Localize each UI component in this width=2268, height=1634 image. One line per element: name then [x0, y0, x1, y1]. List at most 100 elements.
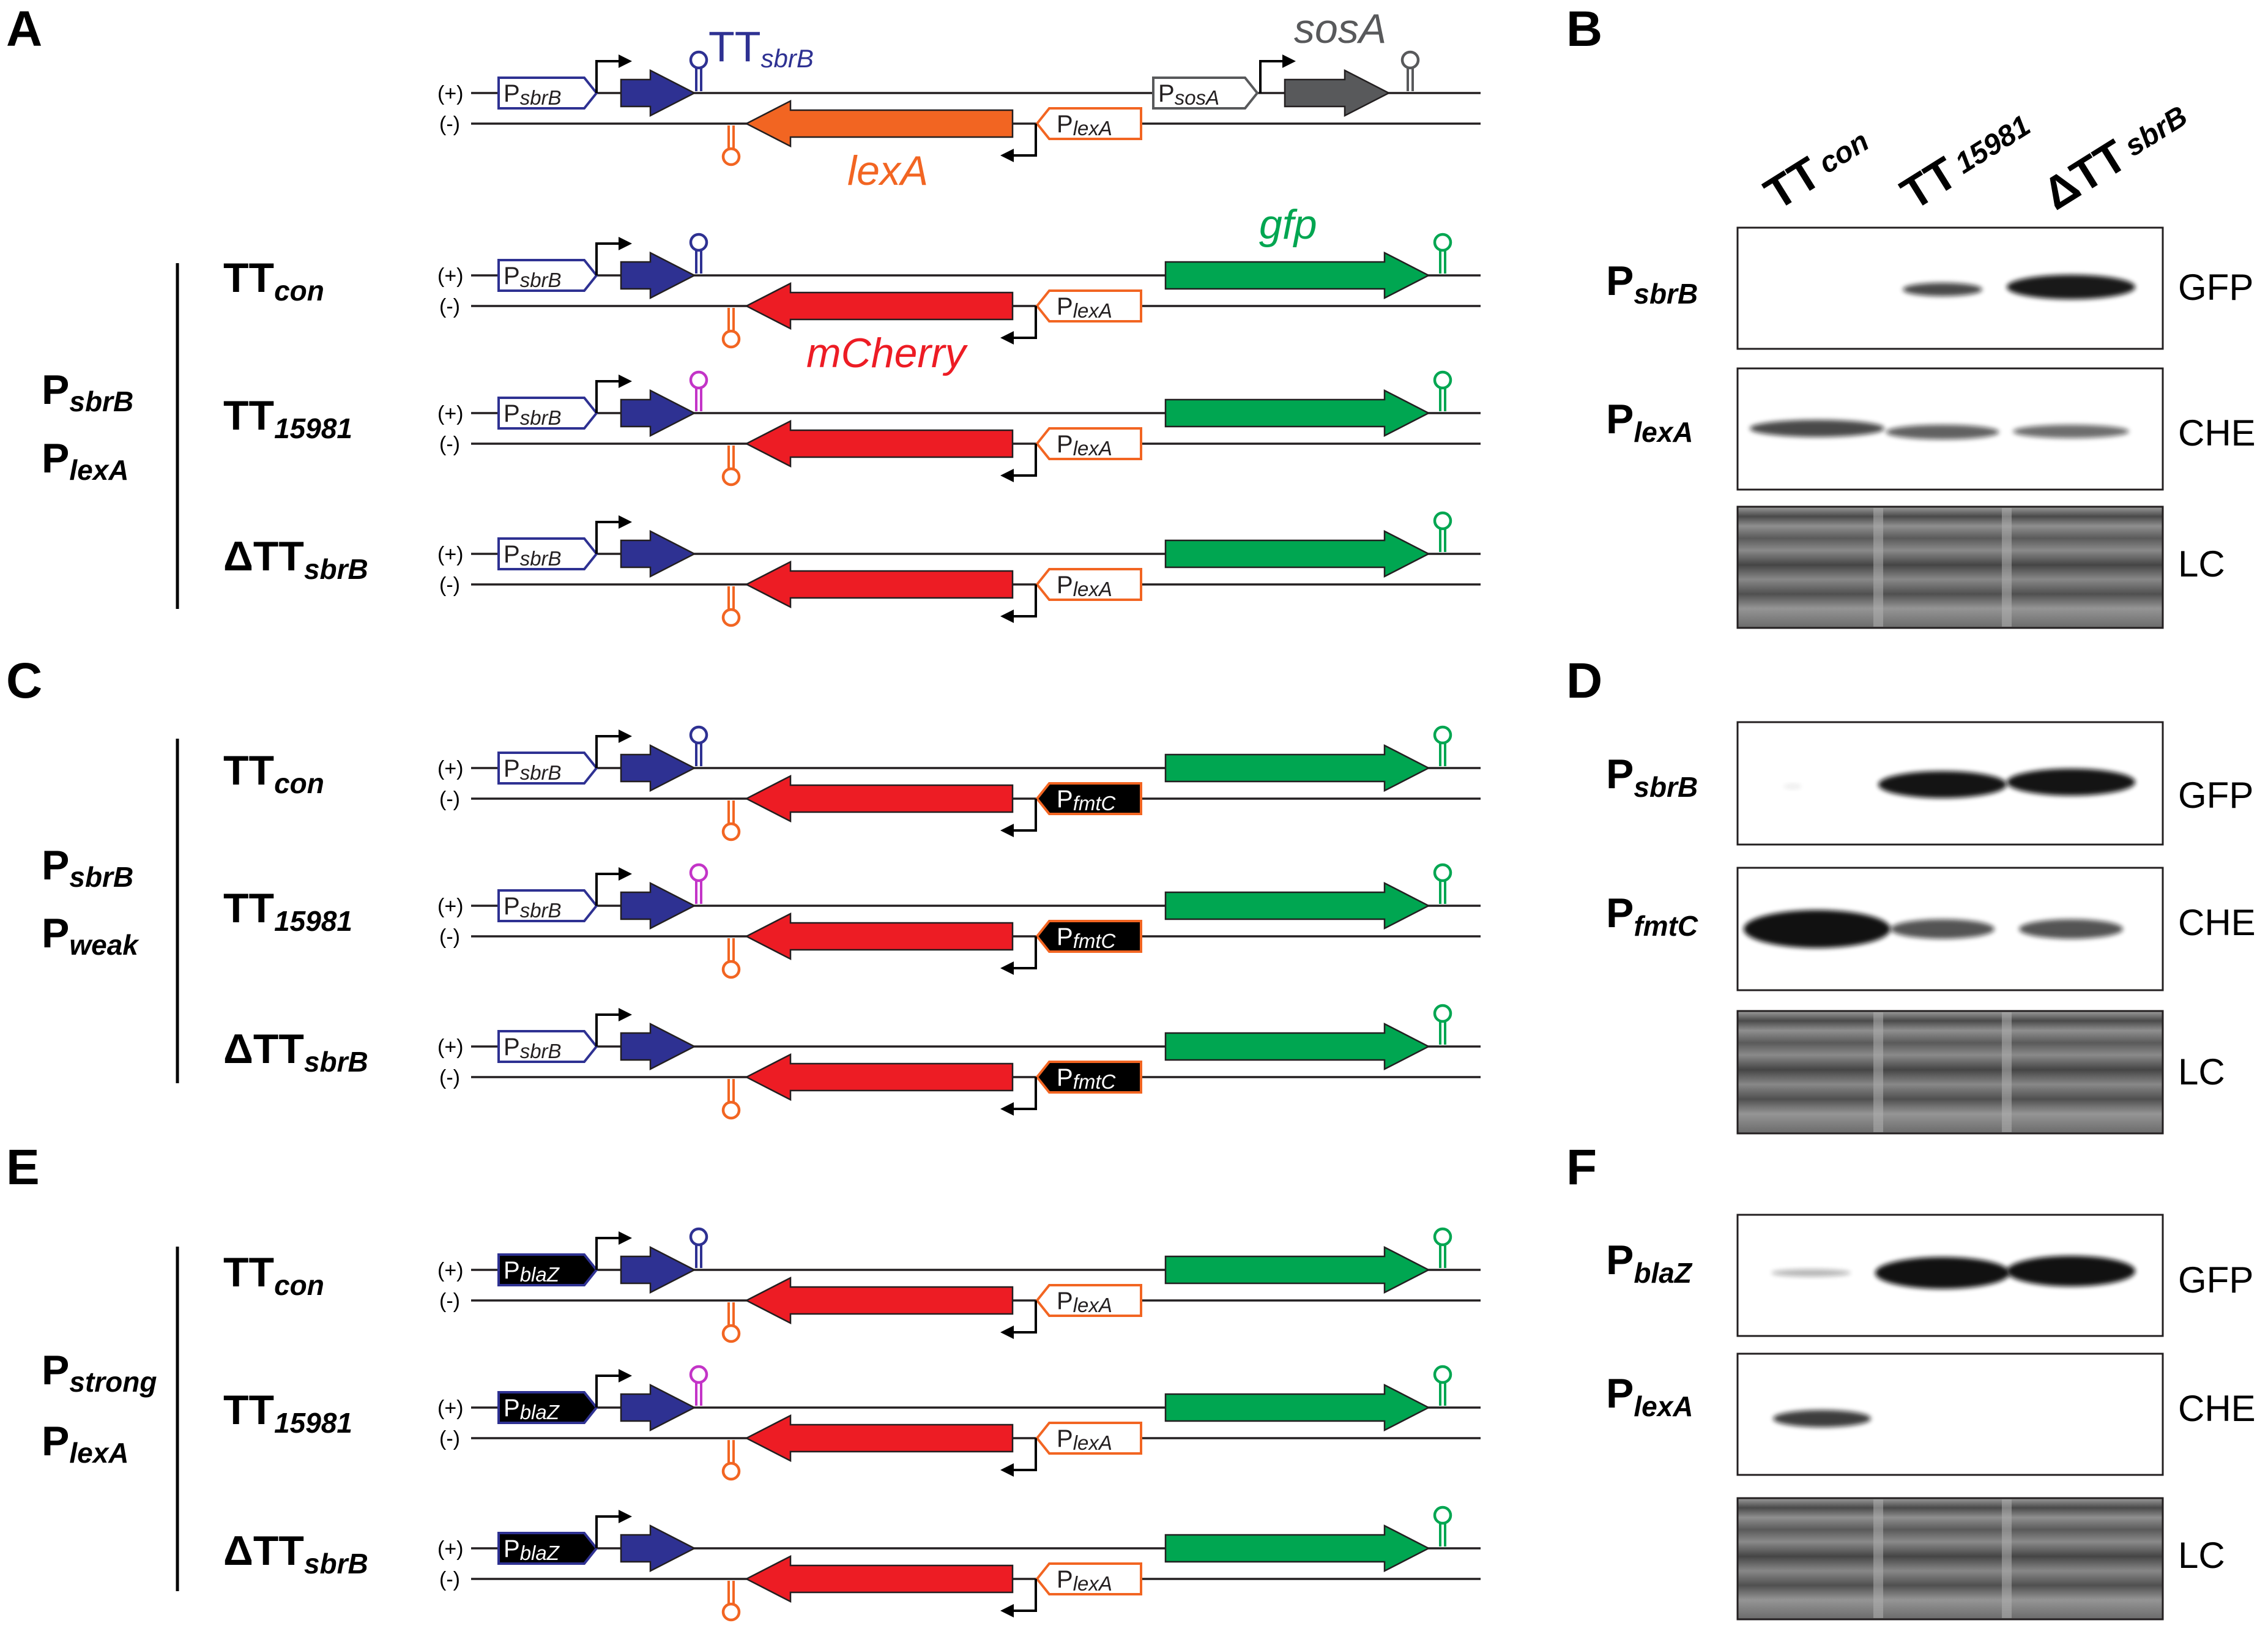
promoter-label: PblaZ: [504, 1257, 560, 1286]
transcription-start-arrow: [595, 1510, 632, 1548]
group-label-strong-lexA: Pstrong PlexA: [42, 1247, 179, 1591]
group-label-sbrB-weak: PsbrB Pweak: [42, 739, 179, 1083]
minus-strand-label: (-): [439, 1289, 460, 1313]
label-gfp: gfp: [1259, 201, 1317, 248]
terminator-variant-label: ΔTTsbrB: [223, 1528, 368, 1580]
terminator-hairpin-mcherry: [721, 938, 741, 979]
panel-label-b: B: [1566, 1, 1602, 57]
terminator-variant-label: ΔTTsbrB: [223, 533, 368, 585]
plus-strand-label: (+): [437, 1537, 464, 1561]
plus-strand-label: (+): [437, 402, 464, 425]
gene-gfp: [1164, 744, 1430, 793]
plus-strand-label: (+): [437, 543, 464, 566]
minus-strand-label: (-): [439, 1066, 460, 1089]
band: [1744, 910, 1891, 948]
lane-header: TT15981: [1892, 100, 2040, 219]
blot-B-label-gfp: GFP: [2178, 267, 2253, 308]
transcription-start-arrow: [1000, 1579, 1037, 1617]
blot-F-label-gfp: GFP: [2178, 1259, 2253, 1300]
gene-mCherry: [745, 419, 1014, 468]
promoter-lexA: PlexA: [1035, 1422, 1142, 1455]
band: [2007, 275, 2135, 299]
minus-strand-label: (-): [439, 788, 460, 811]
transcription-start-arrow: [1000, 306, 1037, 345]
gene-gfp: [1164, 1524, 1430, 1573]
promoter-label: PblaZ: [504, 1395, 560, 1423]
gene-gfp: [1164, 251, 1430, 300]
promoter-fmtC: PfmtC: [1035, 782, 1142, 815]
promoter-label: PlexA: [1057, 111, 1112, 140]
band: [1886, 425, 1999, 439]
blot-F-promoter-gfp: PblaZ: [1606, 1237, 1693, 1289]
promoter-label: PsbrB: [504, 893, 562, 922]
promoter-label: PlexA: [1057, 1425, 1112, 1454]
label-TT-sbrB: TTsbrB: [708, 23, 814, 73]
plus-strand-label: (+): [437, 1397, 464, 1420]
transcription-start-arrow: [595, 375, 632, 413]
promoter-label: PfmtC: [1057, 923, 1117, 952]
terminator-hairpin: [689, 370, 708, 411]
terminator-hairpin: [689, 725, 708, 766]
gene-gfp: [1164, 881, 1430, 930]
terminator-hairpin: [689, 1227, 708, 1268]
terminator-variant-label: TTcon: [223, 1249, 324, 1301]
blot-F-che: [1736, 1352, 2164, 1476]
lane-header: ΔTTsbrB: [2034, 91, 2197, 220]
promoter-label: PsbrB: [504, 263, 562, 291]
panel-label-a: A: [6, 1, 42, 57]
blot-B-label-lc: LC: [2178, 543, 2225, 584]
band: [1771, 1269, 1851, 1277]
panel-label-c: C: [6, 653, 42, 709]
blot-D-lc: [1736, 1010, 2164, 1135]
transcription-start-arrow: [1000, 936, 1037, 975]
svg-text:PsbrB: PsbrB: [42, 367, 133, 417]
group-label-sbrB-lexA: PsbrB PlexA: [42, 263, 179, 609]
transcription-start-arrow: [595, 1369, 632, 1408]
gene-mCherry: [745, 1053, 1014, 1102]
band: [1891, 919, 1995, 939]
promoter-label: PsbrB: [504, 1034, 562, 1062]
promoter-label: PsosA: [1158, 80, 1219, 109]
transcription-start-arrow: [595, 237, 632, 275]
band: [1783, 784, 1802, 789]
promoter-label: PlexA: [1057, 572, 1112, 600]
transcription-start-arrow: [1000, 1438, 1037, 1477]
terminator-hairpin: [689, 863, 708, 904]
transcription-start-arrow: [595, 1231, 632, 1270]
gene-mCherry: [745, 282, 1014, 330]
blot-D-promoter-che: PfmtC: [1606, 890, 1698, 942]
minus-strand-label: (-): [439, 573, 460, 597]
band: [1750, 420, 1884, 437]
blot-F-label-lc: LC: [2178, 1535, 2225, 1576]
panel-label-f: F: [1566, 1140, 1597, 1195]
terminator-hairpin-sosA: [1400, 50, 1420, 91]
label-mCherry: mCherry: [806, 330, 969, 376]
terminator-hairpin-mcherry: [721, 1440, 741, 1481]
panel-label-e: E: [6, 1140, 40, 1195]
gene-mCherry: [745, 774, 1014, 823]
gene-gfp: [1164, 529, 1430, 578]
gene-sbrB-fragment: [620, 529, 696, 578]
gene-mCherry: [745, 912, 1014, 961]
blot-B-gfp: [1736, 226, 2164, 350]
terminator-hairpin-mcherry: [721, 1302, 741, 1343]
panel-label-d: D: [1566, 653, 1602, 709]
plus-strand-label: (+): [437, 757, 464, 780]
terminator-hairpin-lexA: [721, 125, 741, 166]
blot-D-promoter-gfp: PsbrB: [1606, 751, 1698, 803]
minus-strand-label: (-): [439, 433, 460, 456]
promoter-label: PsbrB: [504, 755, 562, 784]
minus-strand-label: (-): [439, 113, 460, 136]
blot-F-promoter-che: PlexA: [1606, 1370, 1694, 1422]
band: [1878, 771, 2007, 798]
blot-B-promoter-gfp: PsbrB: [1606, 258, 1698, 310]
promoter-label: PsbrB: [504, 400, 562, 429]
gene-sbrB-fragment: [620, 1524, 696, 1573]
band: [1773, 1410, 1871, 1427]
